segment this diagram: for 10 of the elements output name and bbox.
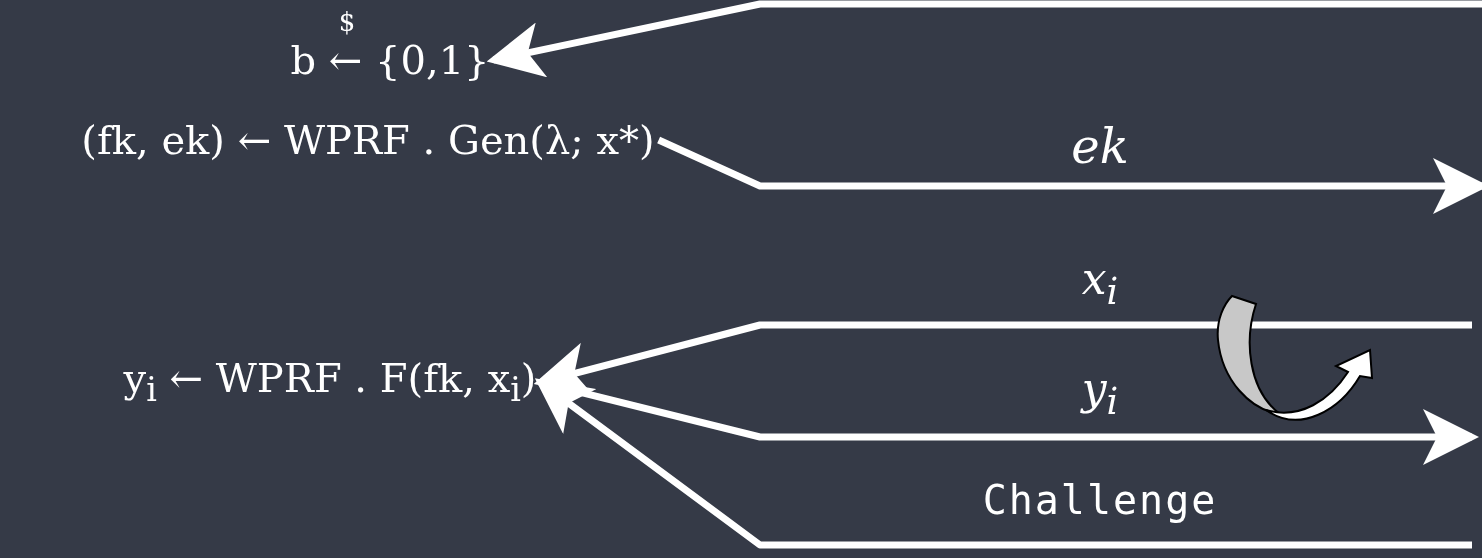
math-formula: (fk, ek) ← WPRF . Gen(λ; x*) xyxy=(81,118,655,162)
math-formula: y$_{i}$ ← WPRF . F(fk, x$_{i}$) xyxy=(123,356,537,409)
math-formula: b ← {0,1} xyxy=(290,38,490,82)
arrow xyxy=(657,136,1482,214)
math-symbol: $ xyxy=(338,8,356,37)
edge-label: ek xyxy=(1071,120,1129,173)
edge-label: Challenge xyxy=(982,478,1218,522)
edge-label: y$_{i}$ xyxy=(1081,365,1119,423)
edge-label: x$_{i}$ xyxy=(1081,255,1119,313)
arrow xyxy=(486,0,1482,78)
